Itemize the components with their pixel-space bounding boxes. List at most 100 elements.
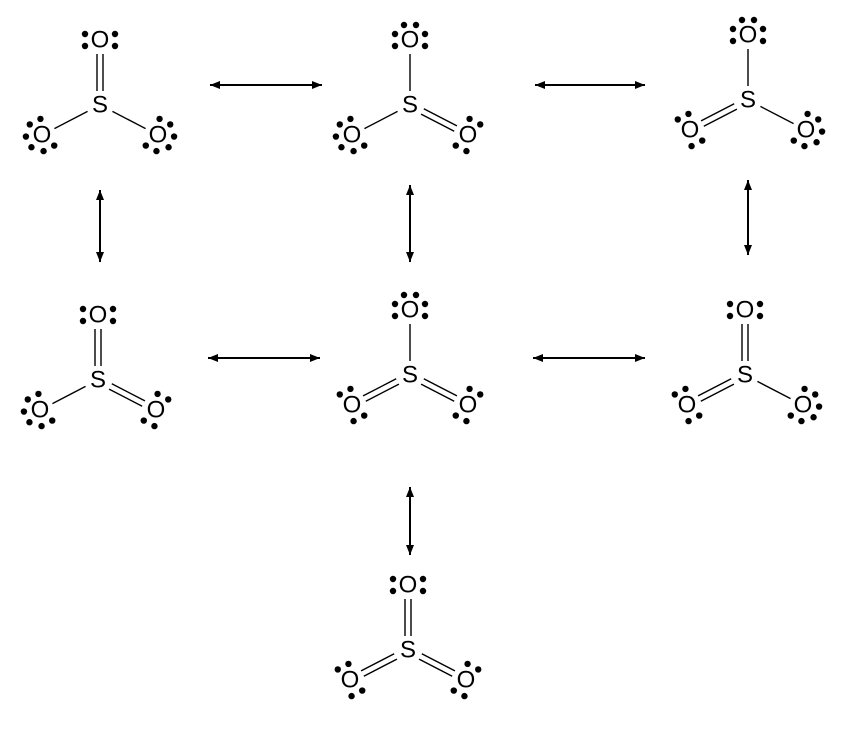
lone-pair-electron (109, 305, 117, 313)
lone-pair-electron (810, 414, 817, 421)
lone-pair-electron (389, 587, 397, 595)
lone-pair-electron (750, 16, 758, 24)
oxygen-atom-right: O (459, 392, 478, 419)
oxygen-atom-top: O (736, 297, 755, 324)
lone-pair-electron (153, 147, 160, 155)
lone-pair-electron (348, 692, 355, 700)
lone-pair-electron (813, 139, 820, 146)
arrowhead-icon (635, 354, 645, 362)
lone-pair-electron (81, 30, 89, 38)
arrowhead-icon (406, 545, 414, 555)
lone-pair-electron (729, 37, 737, 45)
lone-pair-electron (109, 317, 117, 325)
lone-pair-electron (391, 30, 399, 38)
lone-pair-electron (165, 396, 172, 403)
double-bond-left (700, 383, 735, 402)
arrowhead-icon (635, 81, 645, 89)
lone-pair-electron (142, 142, 149, 149)
lone-pair-electron (452, 412, 459, 419)
lone-pair-electron (419, 575, 427, 583)
arrowhead-icon (406, 185, 414, 195)
lone-pair-electron (421, 300, 429, 308)
double-bond-left (363, 658, 398, 677)
lone-pair-electron (51, 142, 58, 149)
arrowhead-icon (406, 252, 414, 262)
resonance-arrow-4-5 (208, 354, 320, 362)
lone-pair-electron (790, 137, 797, 144)
resonance-arrow-1-2 (210, 81, 322, 89)
lone-pair-electron (35, 390, 42, 398)
lone-pair-electron (347, 385, 354, 393)
lone-pair-electron (49, 417, 56, 424)
double-bond-right (420, 113, 455, 132)
single-bond-left (364, 110, 398, 130)
oxygen-atom-top: O (91, 27, 110, 54)
oxygen-atom-left: O (343, 122, 362, 149)
lone-pair-electron (759, 37, 767, 45)
double-bond-left (697, 378, 732, 397)
lone-pair-electron (156, 115, 163, 123)
lone-pair-electron (463, 147, 470, 155)
lone-pair-electron (391, 312, 399, 320)
double-bond-right (418, 658, 453, 677)
lone-pair-electron (729, 25, 737, 33)
resonance-arrow-3-6 (744, 180, 752, 255)
oxygen-atom-left: O (343, 392, 362, 419)
lone-pair-electron (466, 115, 473, 123)
sulfur-atom: S (740, 87, 756, 114)
lone-pair-electron (798, 417, 805, 425)
lone-pair-electron (452, 142, 459, 149)
lone-pair-electron (421, 30, 429, 38)
double-bond-right (108, 388, 143, 407)
lone-pair-electron (347, 115, 354, 123)
lone-pair-electron (40, 147, 47, 155)
double-bond-right (420, 383, 455, 402)
lone-pair-electron (421, 312, 429, 320)
lone-pair-electron (815, 116, 822, 123)
double-bond-right (423, 378, 458, 397)
lone-pair-electron (22, 133, 30, 140)
oxygen-atom-left: O (33, 122, 52, 149)
oxygen-atom-top: O (401, 297, 420, 324)
arrowhead-icon (533, 354, 543, 362)
double-bond-right (423, 108, 458, 127)
sulfur-atom: S (90, 367, 106, 394)
lone-pair-electron (391, 300, 399, 308)
lone-pair-electron (412, 291, 420, 299)
lone-pair-electron (28, 144, 35, 151)
lone-pair-electron (801, 142, 808, 150)
lone-pair-electron (37, 115, 44, 123)
oxygen-atom-top: O (89, 302, 108, 329)
sulfur-atom: S (402, 92, 418, 119)
lone-pair-electron (787, 412, 794, 419)
lone-pair-electron (477, 121, 484, 128)
lone-pair-electron (350, 417, 357, 425)
lone-pair-electron (165, 144, 172, 151)
lone-pair-electron (804, 110, 811, 118)
resonance-arrow-5-7 (406, 487, 414, 555)
lone-pair-electron (685, 110, 692, 118)
single-bond-left (52, 385, 86, 405)
lone-pair-electron (151, 422, 158, 430)
lone-pair-electron (345, 660, 352, 668)
lone-pair-electron (359, 687, 366, 694)
lone-pair-electron (361, 142, 368, 149)
resonance-arrow-5-6 (533, 354, 645, 362)
lone-pair-electron (338, 144, 345, 151)
single-bond-right (757, 380, 791, 400)
double-bond-right (111, 383, 146, 402)
lone-pair-electron (726, 312, 734, 320)
arrowhead-icon (535, 81, 545, 89)
structure-5: S O O O (336, 291, 484, 425)
sulfur-atom: S (402, 362, 418, 389)
oxygen-atom-right: O (457, 667, 476, 694)
oxygen-atom-right: O (149, 122, 168, 149)
double-bond-left (700, 103, 735, 122)
arrowhead-icon (310, 354, 320, 362)
lone-pair-electron (170, 133, 178, 140)
arrowhead-icon (96, 190, 104, 200)
lone-pair-electron (674, 116, 681, 123)
